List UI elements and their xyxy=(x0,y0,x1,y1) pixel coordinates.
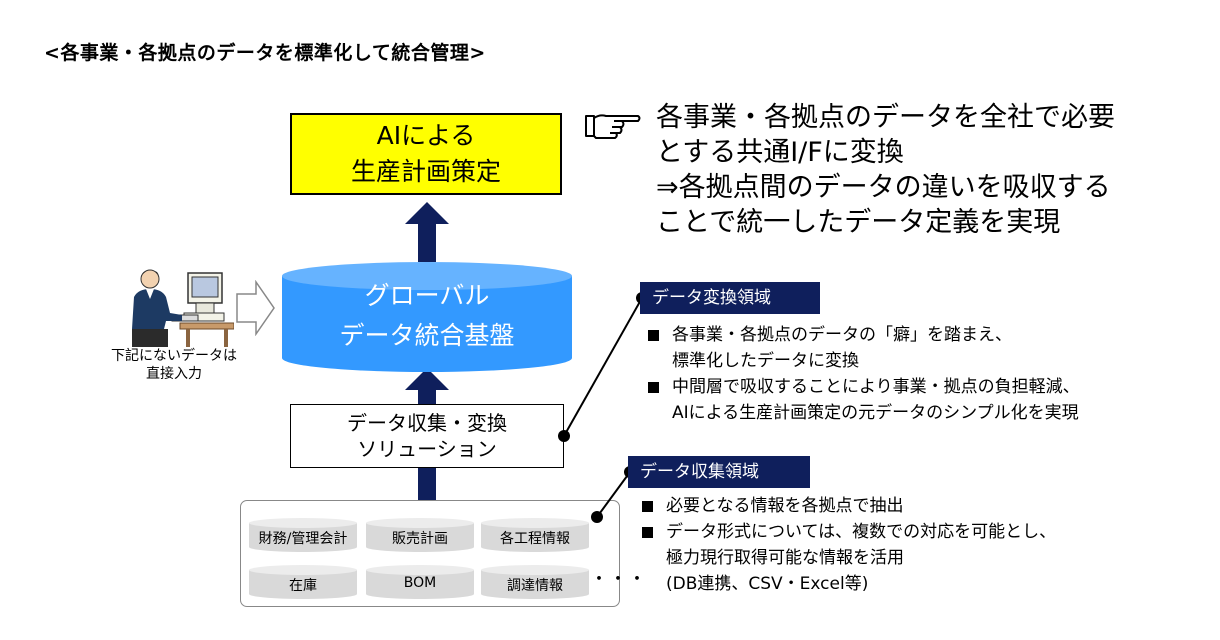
source-label: 財務/管理会計 xyxy=(258,531,348,547)
ai-planning-box: AIによる 生産計画策定 xyxy=(290,113,562,195)
page-title: <各事業・各拠点のデータを標準化して統合管理> xyxy=(44,42,486,64)
database-cylinder xyxy=(282,262,572,372)
up-arrow-shaft xyxy=(418,468,436,500)
conversion-bullet-list: 各事業・各拠点のデータの「癖」を踏まえ、 標準化したデータに変換 中間層で吸収す… xyxy=(646,322,1206,426)
pointing-hand-icon xyxy=(585,114,641,139)
source-label: 在庫 xyxy=(289,578,317,594)
bullet-line: 必要となる情報を各拠点で抽出 xyxy=(666,496,904,516)
database-label-line-1: グローバル xyxy=(364,281,490,310)
source-db-finance: 財務/管理会計 xyxy=(249,518,357,552)
source-db-sales-plan: 販売計画 xyxy=(366,518,474,552)
source-label: 各工程情報 xyxy=(500,531,570,547)
person-at-computer-icon xyxy=(132,269,234,347)
source-db-process-info: 各工程情報 xyxy=(481,518,589,552)
bullet-line: 標準化したデータに変換 xyxy=(672,351,859,371)
ai-box-line-1: AIによる xyxy=(376,121,476,150)
more-sources-ellipsis: ・・・ xyxy=(590,569,647,590)
solution-line-2: ソリューション xyxy=(357,437,497,461)
source-db-inventory: 在庫 xyxy=(249,565,357,599)
note-text: 各事業・各拠点のデータを全社で必要 とする共通I/Fに変換 ⇒各拠点間のデータの… xyxy=(656,100,1115,240)
bullet-item: 各事業・各拠点のデータの「癖」を踏まえ、 標準化したデータに変換 xyxy=(646,322,1206,374)
source-db-procurement: 調達情報 xyxy=(481,565,589,599)
bullet-line: 極力現行取得可能な情報を活用 xyxy=(666,548,904,568)
note-line-2: とする共通I/Fに変換 xyxy=(656,137,904,168)
database-label-line-2: データ統合基盤 xyxy=(339,321,515,350)
note-line-4: ことで統一したデータ定義を実現 xyxy=(656,207,1061,238)
note-line-3: ⇒各拠点間のデータの違いを吸収する xyxy=(656,172,1111,203)
hollow-right-arrow-icon xyxy=(236,280,275,336)
bullet-item: 中間層で吸収することにより事業・拠点の負担軽減、 AIによる生産計画策定の元デー… xyxy=(646,374,1206,426)
collection-region-tag: データ収集領域 xyxy=(628,456,810,488)
up-arrow-icon xyxy=(405,202,449,262)
collection-conversion-solution-box: データ収集・変換 ソリューション xyxy=(290,404,564,468)
bullet-item: データ形式については、複数での対応を可能とし、 極力現行取得可能な情報を活用 (… xyxy=(640,519,1200,597)
collection-bullet-list: 必要となる情報を各拠点で抽出 データ形式については、複数での対応を可能とし、 極… xyxy=(640,493,1200,597)
source-label: 販売計画 xyxy=(392,531,448,547)
database-label: グローバル データ統合基盤 xyxy=(282,276,572,356)
note-line-1: 各事業・各拠点のデータを全社で必要 xyxy=(656,102,1115,133)
solution-line-1: データ収集・変換 xyxy=(347,411,507,435)
direct-input-caption: 下記にないデータは 直接入力 xyxy=(104,347,244,383)
bullet-line: AIによる生産計画策定の元データのシンプル化を実現 xyxy=(672,403,1079,423)
direct-input-caption-line-1: 下記にないデータは xyxy=(111,348,237,364)
source-label: 調達情報 xyxy=(507,578,563,594)
direct-input-caption-line-2: 直接入力 xyxy=(146,366,202,382)
ai-box-line-2: 生産計画策定 xyxy=(350,157,501,186)
bullet-line: 中間層で吸収することにより事業・拠点の負担軽減、 xyxy=(672,377,1080,397)
bullet-line: (DB連携、CSV・Excel等) xyxy=(666,574,869,594)
up-arrow-icon xyxy=(405,368,449,404)
bullet-item: 必要となる情報を各拠点で抽出 xyxy=(640,493,1200,519)
conversion-region-tag: データ変換領域 xyxy=(640,282,820,314)
source-label: BOM xyxy=(403,575,437,591)
bullet-line: データ形式については、複数での対応を可能とし、 xyxy=(666,522,1057,542)
bullet-line: 各事業・各拠点のデータの「癖」を踏まえ、 xyxy=(672,325,1012,345)
source-db-bom: BOM xyxy=(366,565,474,599)
